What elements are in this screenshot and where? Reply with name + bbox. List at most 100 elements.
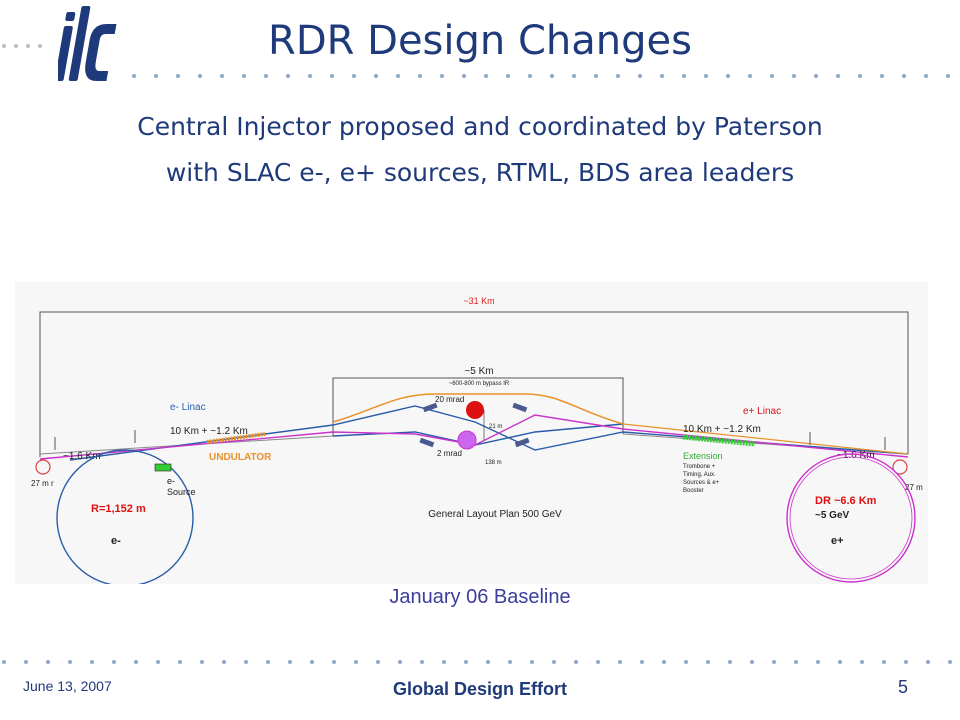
decorative-dot (748, 74, 752, 78)
left-turn-radius: 27 m r (31, 479, 54, 488)
electron-beamline (69, 405, 909, 461)
left-turnaround-ring (35, 459, 51, 475)
decorative-dot (308, 74, 312, 78)
right-linac-label: e+ Linac (743, 406, 781, 417)
decorative-dot (464, 660, 468, 664)
decorative-dot (904, 660, 908, 664)
extension-segment (682, 434, 756, 447)
decorative-dot (616, 74, 620, 78)
decorative-dot (528, 74, 532, 78)
central-boundary (332, 377, 624, 436)
decorative-dot (902, 74, 906, 78)
decorative-dot (882, 660, 886, 664)
right-turn-radius: 27 m (905, 483, 923, 492)
footer-organization: Global Design Effort (392, 679, 567, 699)
ir-bottom (457, 430, 477, 450)
decorative-dot (594, 74, 598, 78)
source-label-line-2: Source (167, 487, 196, 497)
ir-separation-label: 21 m (489, 424, 502, 430)
top-length-label: ~31 Km (463, 296, 494, 306)
decorative-dot (396, 74, 400, 78)
decorative-dot (814, 74, 818, 78)
page-title: RDR Design Changes (268, 18, 692, 64)
decorative-dot (550, 74, 554, 78)
diagram-caption: January 06 Baseline (389, 586, 571, 608)
right-ring-particle: e+ (831, 535, 844, 547)
top-dotted-line-left (2, 44, 42, 48)
electron-damping-ring (56, 449, 194, 584)
decorative-dot (286, 74, 290, 78)
decorative-dot (244, 660, 248, 664)
decorative-dot (574, 660, 578, 664)
extension-detail-1: Trombone + (683, 464, 716, 470)
decorative-dot (2, 660, 6, 664)
decorative-dot (134, 660, 138, 664)
decorative-dot (288, 660, 292, 664)
decorative-dot (572, 74, 576, 78)
decorative-dot (242, 74, 246, 78)
decorative-dot (200, 660, 204, 664)
decorative-dot (772, 660, 776, 664)
decorative-dot (794, 660, 798, 664)
bottom-dotted-line (2, 660, 952, 664)
decorative-dot (332, 660, 336, 664)
dr-energy-label: ~5 GeV (815, 510, 850, 521)
decorative-dot (682, 74, 686, 78)
decorative-dot (376, 660, 380, 664)
left-linac-label: e- Linac (170, 402, 206, 413)
decorative-dot (816, 660, 820, 664)
decorative-dot (880, 74, 884, 78)
decorative-dot (838, 660, 842, 664)
decorative-dot (704, 74, 708, 78)
decorative-dot (442, 660, 446, 664)
decorative-dot (792, 74, 796, 78)
magnet-bottom-left (419, 437, 435, 448)
magnet-top-left (422, 402, 438, 413)
decorative-dot (310, 660, 314, 664)
right-arc-length: ~1.6 Km (837, 450, 875, 461)
decorative-dot (638, 74, 642, 78)
decorative-dot (618, 660, 622, 664)
ir-offset-label: 138 m (485, 460, 502, 466)
decorative-dot (946, 74, 950, 78)
left-ring-radius: R=1,152 m (91, 503, 146, 515)
decorative-dot (726, 74, 730, 78)
decorative-dot (24, 660, 28, 664)
decorative-dot (924, 74, 928, 78)
right-turnaround-ring (892, 459, 908, 475)
decorative-dot (176, 74, 180, 78)
source-label-line-1: e- (167, 476, 175, 486)
decorative-dot (420, 660, 424, 664)
central-length-label: ~5 Km (464, 366, 493, 377)
decorative-dot (220, 74, 224, 78)
page-number: 5 (898, 677, 909, 697)
decorative-dot (750, 660, 754, 664)
extension-label: Extension (683, 451, 723, 461)
decorative-dot (860, 660, 864, 664)
positron-damping-ring-inner (789, 456, 913, 580)
crossing-bottom-label: 2 mrad (437, 449, 462, 458)
decorative-dot (264, 74, 268, 78)
decorative-dot (418, 74, 422, 78)
outer-boundary (39, 311, 909, 457)
decorative-dot (178, 660, 182, 664)
ilc-logo (58, 6, 117, 81)
decorative-dot (330, 74, 334, 78)
right-linac-length: 10 Km + ~1.2 Km (683, 424, 761, 435)
ir-top (466, 401, 484, 419)
decorative-dot (198, 74, 202, 78)
orange-right-line (622, 423, 909, 455)
decorative-dot (222, 660, 226, 664)
decorative-dot (858, 74, 862, 78)
decorative-dot (770, 74, 774, 78)
positron-damping-ring (786, 453, 916, 583)
decorative-dot (948, 660, 952, 664)
decorative-dot (662, 660, 666, 664)
plan-title: General Layout Plan 500 GeV (428, 509, 562, 520)
magnet-bottom-right (514, 437, 530, 448)
decorative-dot (506, 74, 510, 78)
left-ring-particle: e- (111, 535, 121, 547)
decorative-dot (68, 660, 72, 664)
decorative-dot (398, 660, 402, 664)
extension-detail-2: Timing, Aux. (683, 472, 716, 478)
